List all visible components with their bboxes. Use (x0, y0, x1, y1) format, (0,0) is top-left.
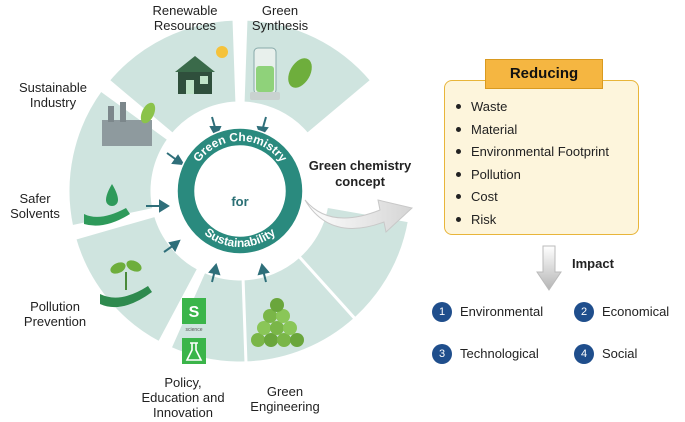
list-item: Pollution (455, 164, 609, 187)
reducing-box (444, 80, 639, 235)
concept-label: Green chemistry concept (308, 158, 412, 189)
list-item: Cost (455, 186, 609, 209)
segment-safer-solvents (72, 213, 201, 345)
center-middle-text: for (231, 194, 248, 209)
impact-number: 1 (432, 302, 452, 322)
hand-sprout-icon (100, 260, 152, 308)
green-chemistry-wheel: S science Green Chemistry Sustainability… (66, 17, 414, 365)
science-badge-letter: S (189, 304, 200, 321)
science-badge-icon: S science (182, 298, 206, 364)
reducing-title: Reducing (485, 59, 603, 89)
impact-label: Impact (572, 256, 614, 271)
spheres-pyramid-icon (251, 298, 304, 347)
spoke-arrows (146, 116, 270, 283)
list-item: Environmental Footprint (455, 141, 609, 164)
list-item: Material (455, 119, 609, 142)
list-item: Risk (455, 209, 609, 232)
factory-leaf-icon (102, 102, 156, 146)
list-item: Waste (455, 96, 609, 119)
impact-number: 2 (574, 302, 594, 322)
hand-drop-icon (84, 184, 130, 226)
concept-arrow (304, 199, 414, 233)
impact-number: 3 (432, 344, 452, 364)
flask-leaf-icon (250, 47, 312, 100)
down-arrow-icon (536, 245, 562, 291)
segment-renewable-resources (106, 17, 239, 137)
center-ring (177, 128, 303, 254)
house-solar-icon (175, 46, 228, 94)
impact-number: 4 (574, 344, 594, 364)
reducing-list: Waste Material Environmental Footprint P… (455, 96, 609, 231)
science-badge-caption: science (186, 327, 203, 333)
